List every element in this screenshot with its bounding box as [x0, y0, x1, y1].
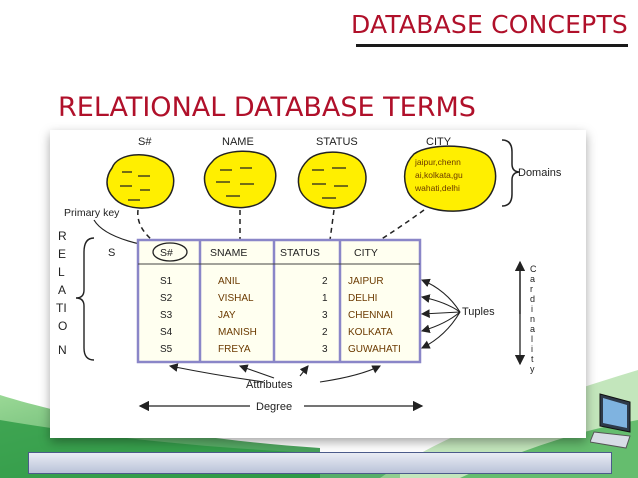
cell-sno: S3	[160, 310, 173, 321]
domain-blob-name	[203, 150, 277, 209]
tuples-label: Tuples	[462, 306, 495, 318]
laptop-icon	[590, 393, 631, 449]
table-header-sno: S#	[160, 247, 173, 259]
cell-status: 3	[322, 344, 328, 355]
table-header-status: STATUS	[280, 247, 320, 259]
cardinality-letter: i	[531, 344, 533, 354]
relation-letter: TI	[56, 301, 67, 315]
relation-letter: N	[58, 343, 67, 357]
attributes-label: Attributes	[246, 379, 293, 391]
domain-header-status: STATUS	[316, 136, 358, 148]
degree-label: Degree	[256, 401, 292, 413]
cell-status: 2	[322, 276, 328, 287]
city-domain-line-2: ai,kolkata,gu	[415, 170, 463, 180]
cardinality-letter: n	[530, 314, 535, 324]
cell-sno: S5	[160, 344, 173, 355]
cardinality-letter: i	[531, 304, 533, 314]
relation-letter: A	[58, 283, 66, 297]
cell-sno: S4	[160, 327, 173, 338]
domain-header-sno: S#	[138, 136, 152, 148]
table-row: S2 VISHAL 1 DELHI	[160, 293, 377, 304]
cardinality-letter: a	[530, 324, 535, 334]
table-row: S1 ANIL 2 JAIPUR	[160, 276, 384, 287]
city-domain-line-3: wahati,delhi	[414, 183, 460, 193]
relation-letter: L	[58, 265, 65, 279]
footer-bar	[28, 452, 612, 474]
table-header-sname: SNAME	[210, 247, 247, 259]
cell-sname: ANIL	[218, 276, 241, 287]
cell-status: 1	[322, 293, 328, 304]
cardinality-letter: C	[530, 264, 537, 274]
table-row: S4 MANISH 2 KOLKATA	[160, 327, 393, 338]
primary-key-label: Primary key	[64, 207, 120, 219]
cell-city: JAIPUR	[348, 276, 384, 287]
cell-status: 2	[322, 327, 328, 338]
cell-sno: S1	[160, 276, 173, 287]
domain-blob-sno	[106, 154, 175, 209]
table-rows: S1 ANIL 2 JAIPUR S2 VISHAL 1 DELHI S3 JA…	[160, 276, 401, 355]
table-row: S5 FREYA 3 GUWAHATI	[160, 344, 401, 355]
cell-city: CHENNAI	[348, 310, 393, 321]
cell-city: GUWAHATI	[348, 344, 401, 355]
cell-sname: FREYA	[218, 344, 251, 355]
cardinality-letter: a	[530, 274, 535, 284]
domain-blob-status	[297, 151, 367, 209]
cell-city: KOLKATA	[348, 327, 393, 338]
table-header-city: CITY	[354, 247, 378, 259]
relational-terms-figure: S# NAME STATUS CITY jaipur,chenn ai,kolk…	[50, 130, 586, 438]
title-underline	[356, 44, 628, 47]
cell-sname: VISHAL	[218, 293, 254, 304]
relation-letter: O	[58, 319, 67, 333]
cardinality-letter: y	[530, 364, 535, 374]
cell-sname: MANISH	[218, 327, 257, 338]
cardinality-letter: t	[531, 354, 534, 364]
cardinality-label: C a r d i n a l i t y	[530, 264, 537, 374]
domain-header-city: CITY	[426, 136, 452, 148]
slide-title: DATABASE CONCEPTS	[351, 10, 628, 39]
relation-letter: E	[58, 247, 66, 261]
domains-label: Domains	[518, 167, 562, 179]
cell-sname: JAY	[218, 310, 236, 321]
cell-sno: S2	[160, 293, 173, 304]
slide-subtitle: RELATIONAL DATABASE TERMS	[58, 92, 476, 123]
domain-header-name: NAME	[222, 136, 254, 148]
cell-city: DELHI	[348, 293, 377, 304]
city-domain-line-1: jaipur,chenn	[414, 157, 461, 167]
relation-label: R E L A TI O N	[56, 229, 67, 357]
relation-name: S	[108, 247, 115, 259]
relation-letter: R	[58, 229, 67, 243]
cardinality-letter: r	[530, 284, 533, 294]
cardinality-letter: d	[530, 294, 535, 304]
cardinality-letter: l	[531, 334, 533, 344]
cell-status: 3	[322, 310, 328, 321]
table-row: S3 JAY 3 CHENNAI	[160, 310, 393, 321]
domain-blob-city: jaipur,chenn ai,kolkata,gu wahati,delhi	[403, 145, 497, 212]
